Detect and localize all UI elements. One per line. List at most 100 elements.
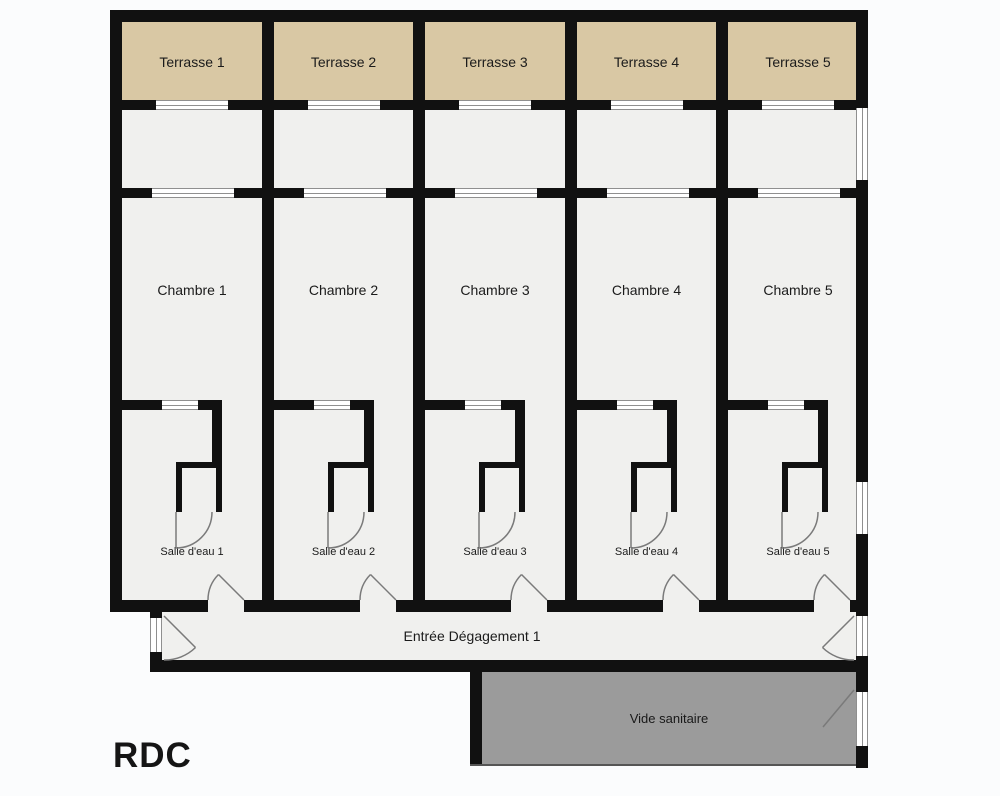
wall-segment [425,100,459,110]
closet-1 [176,462,222,512]
sliding-door [308,100,380,110]
closet-5 [782,462,828,512]
bathroom-2-label: Salle d'eau 2 [311,546,376,558]
wall-segment [234,188,262,198]
bathroom-1-label: Salle d'eau 1 [160,546,224,558]
wall-segment [244,600,262,612]
wall-segment [350,400,374,410]
wall-segment [122,100,156,110]
outer-wall-right [856,10,868,768]
wall-segment [699,600,716,612]
window [304,188,386,198]
terrace-1-label: Terrasse 1 [159,54,225,70]
wall-segment [537,188,565,198]
room-floor [577,22,716,612]
terrace-4-area [577,22,716,100]
wall-segment [547,600,565,612]
bathroom-4-label: Salle d'eau 4 [614,546,679,558]
wall-segment [728,100,762,110]
wall-segment [122,400,162,410]
wall-segment [728,600,814,612]
wall-segment [804,400,828,410]
door-opening [314,400,350,410]
wall-segment [425,600,511,612]
door-opening [465,400,501,410]
room-floor [728,22,868,612]
window [607,188,689,198]
window [856,692,868,746]
wall-segment [818,400,828,462]
wall-segment [212,400,222,462]
wall-segment [515,400,525,462]
terrace-2-label: Terrasse 2 [310,54,377,70]
wall-segment [425,188,455,198]
unit-3: Terrasse 3 Chambre 3 Salle d'eau 3 [413,10,565,612]
crawlspace-bottom-edge [470,764,868,766]
wall-segment [716,10,728,612]
wall-segment [262,10,274,612]
wall-segment [577,400,617,410]
room-floor [425,22,565,612]
unit-2: Terrasse 2 Chambre 2 Salle d'eau 2 [262,10,413,612]
wall-segment [577,188,607,198]
room-floor [122,22,262,612]
wall-segment [274,100,308,110]
wall-segment [834,100,868,110]
wall-segment [274,600,360,612]
unit-1: Terrasse 1 Chambre 1 Salle d'eau 1 [110,10,262,612]
bathroom-3-label: Salle d'eau 3 [463,546,527,558]
wall-segment [577,600,663,612]
terrace-5-label: Terrasse 5 [765,54,831,70]
wall-segment [565,10,577,612]
wall-segment [274,188,304,198]
wall-segment [728,188,758,198]
closet-2 [328,462,374,512]
door-opening [617,400,653,410]
window [152,188,234,198]
wall-segment [396,600,413,612]
outer-wall-top [110,10,868,22]
sliding-door [459,100,531,110]
hallway-floor [162,612,856,660]
terrace-1-area [122,22,262,100]
chamber-5-label: Chambre 5 [763,282,833,298]
unit-4: Terrasse 4 Chambre 4 Salle d'eau 4 [565,10,716,612]
wall-segment [122,188,152,198]
door-opening [768,400,804,410]
wall-segment [667,400,677,462]
wall-segment [501,400,525,410]
wall-segment [386,188,413,198]
wall-segment [577,100,611,110]
crawlspace-area [482,672,856,766]
wall-segment [110,10,122,612]
door-opening [162,400,198,410]
chamber-4-label: Chambre 4 [611,282,682,298]
window [758,188,840,198]
terrace-2-area [274,22,413,100]
entrance-door-opening [150,618,162,652]
terrace-3-area [425,22,565,100]
hallway-label: Entrée Dégagement 1 [403,628,541,644]
wall-segment [228,100,262,110]
wall-segment [122,600,208,612]
closet-3 [479,462,525,512]
crawlspace-label: Vide sanitaire [629,711,709,726]
window [856,108,868,180]
wall-segment [689,188,716,198]
terrace-5-area [728,22,868,100]
wall-segment [531,100,565,110]
terrace-3-label: Terrasse 3 [462,54,528,70]
wall-segment [413,10,425,612]
crawlspace-left-wall [470,672,482,766]
wall-segment [380,100,413,110]
wall-segment [425,400,465,410]
room-floor [274,22,413,612]
unit-5: Terrasse 5 Chambre 5 Salle d'eau 5 [716,10,868,612]
wall-segment [653,400,677,410]
terrace-4-label: Terrasse 4 [613,54,680,70]
wall-segment [364,400,374,462]
wall-segment [840,188,868,198]
hallway-bottom-wall [150,660,868,672]
wall-segment [274,400,314,410]
